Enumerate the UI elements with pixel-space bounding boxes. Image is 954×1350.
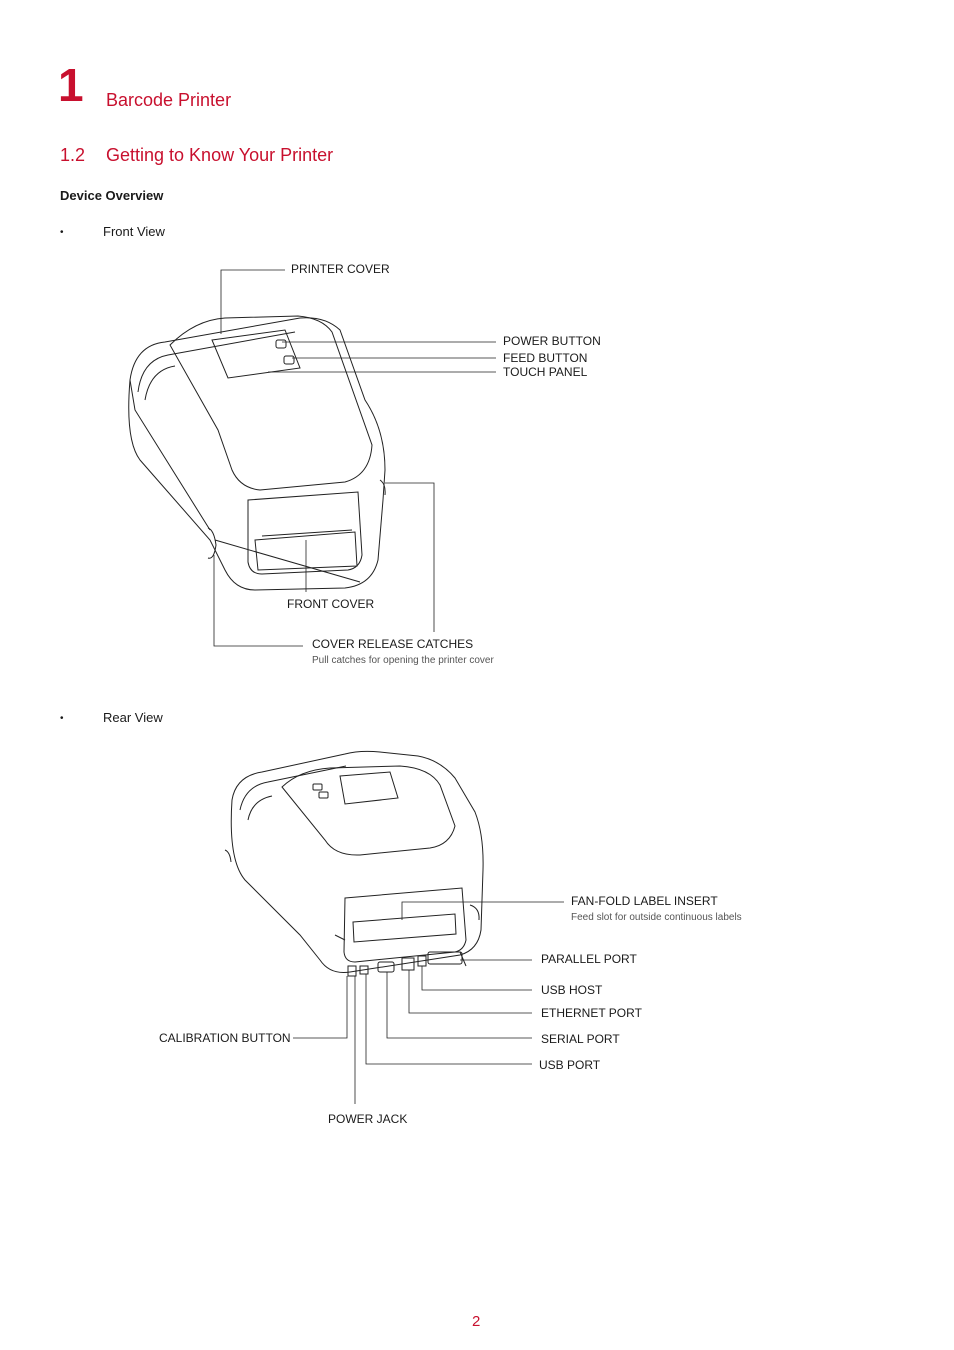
label-feed-button: FEED BUTTON	[503, 351, 588, 365]
label-parallel-port: PARALLEL PORT	[541, 952, 637, 966]
rear-view-bullet: •	[60, 713, 64, 724]
label-ethernet-port: ETHERNET PORT	[541, 1006, 642, 1020]
section-title: Getting to Know Your Printer	[106, 145, 334, 165]
chapter-title: Barcode Printer	[106, 90, 232, 110]
note-fan-fold: Feed slot for outside continuous labels	[571, 912, 742, 923]
page-number: 2	[472, 1313, 481, 1330]
label-calibration-button: CALIBRATION BUTTON	[159, 1031, 291, 1045]
device-overview-heading: Device Overview	[60, 188, 164, 203]
rear-callout-lines	[293, 902, 564, 1104]
label-serial-port: SERIAL PORT	[541, 1032, 620, 1046]
label-usb-host: USB HOST	[541, 983, 603, 997]
label-cover-release-catches: COVER RELEASE CATCHES	[312, 637, 474, 651]
label-power-jack: POWER JACK	[328, 1112, 408, 1126]
section-number: 1.2	[60, 145, 86, 165]
chapter-number: 1	[58, 59, 84, 111]
label-front-cover: FRONT COVER	[287, 597, 375, 611]
front-view-label: Front View	[103, 224, 165, 239]
rear-printer-drawing	[225, 751, 483, 976]
label-fan-fold-label-insert: FAN-FOLD LABEL INSERT	[571, 894, 718, 908]
label-usb-port: USB PORT	[539, 1058, 601, 1072]
label-power-button: POWER BUTTON	[503, 334, 601, 348]
note-cover-release: Pull catches for opening the printer cov…	[312, 655, 494, 666]
label-touch-panel: TOUCH PANEL	[503, 365, 588, 379]
front-printer-drawing	[129, 316, 385, 590]
label-printer-cover: PRINTER COVER	[291, 262, 390, 276]
front-callout-lines	[214, 270, 496, 646]
rear-view-label: Rear View	[103, 710, 163, 725]
front-view-bullet: •	[60, 227, 64, 238]
